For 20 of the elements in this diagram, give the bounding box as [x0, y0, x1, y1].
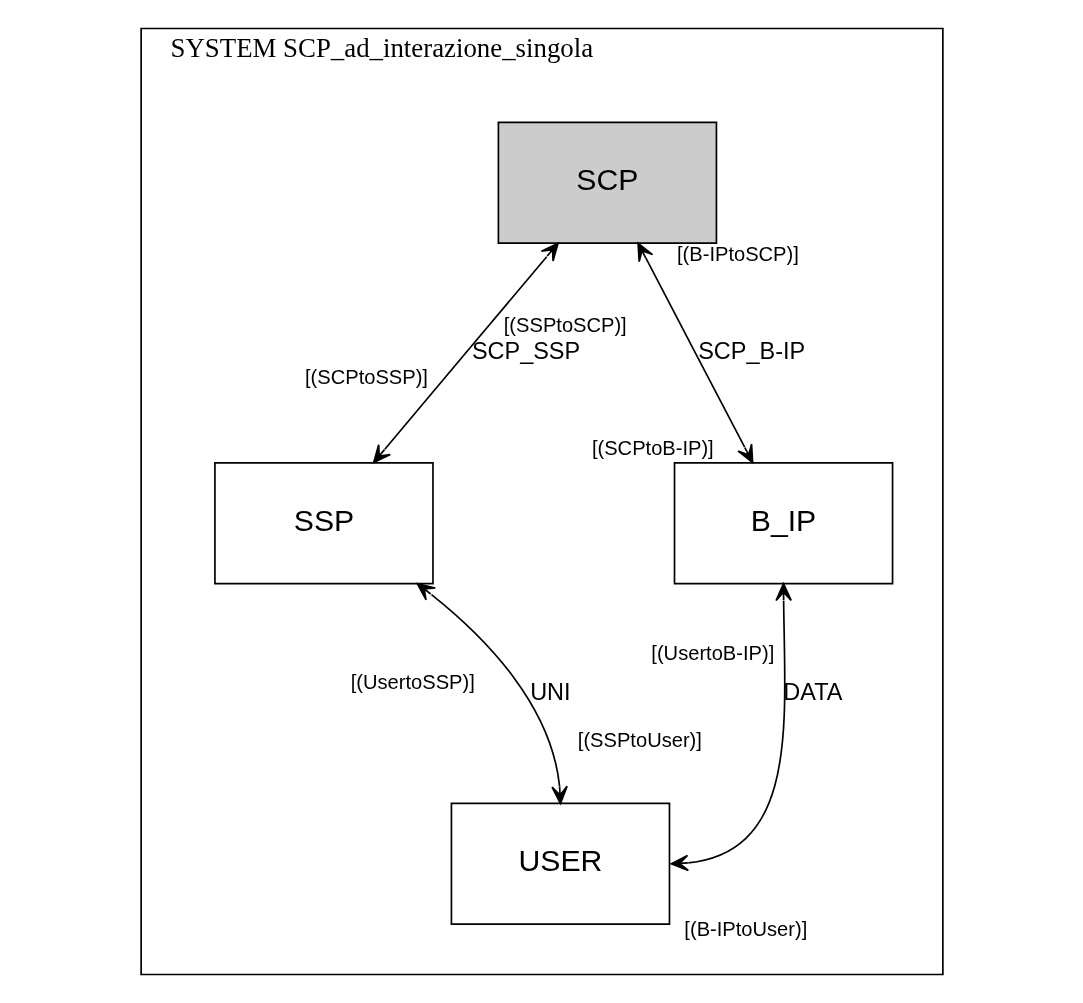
node-box: SCP [497, 121, 717, 245]
edge-label: DATA [782, 678, 842, 705]
arrow [669, 582, 792, 872]
edge-label: UNI [529, 678, 571, 705]
label: [(SCPtoSSP)] [304, 366, 428, 389]
node-box: B_IP [673, 462, 893, 585]
label: [(UsertoB-IP)] [650, 642, 774, 665]
arrow [372, 242, 559, 464]
arrow [636, 242, 753, 464]
node-box: SSP [213, 462, 434, 585]
label: [(UsertoSSP)] [350, 671, 475, 694]
label: [(SCPtoB-IP)] [591, 436, 714, 459]
label: [(B-IPtoSCP)] [676, 243, 799, 266]
node-box: USER [450, 802, 670, 925]
label: [(SSPtoSCP)] [503, 313, 627, 336]
arrow [416, 582, 568, 805]
edge-label: SCP_SSP [471, 338, 580, 365]
edge-label: SCP_B-IP [697, 338, 805, 365]
label: [(B-IPtoUser)] [683, 918, 807, 941]
label: [(SSPtoUser)] [577, 728, 702, 751]
